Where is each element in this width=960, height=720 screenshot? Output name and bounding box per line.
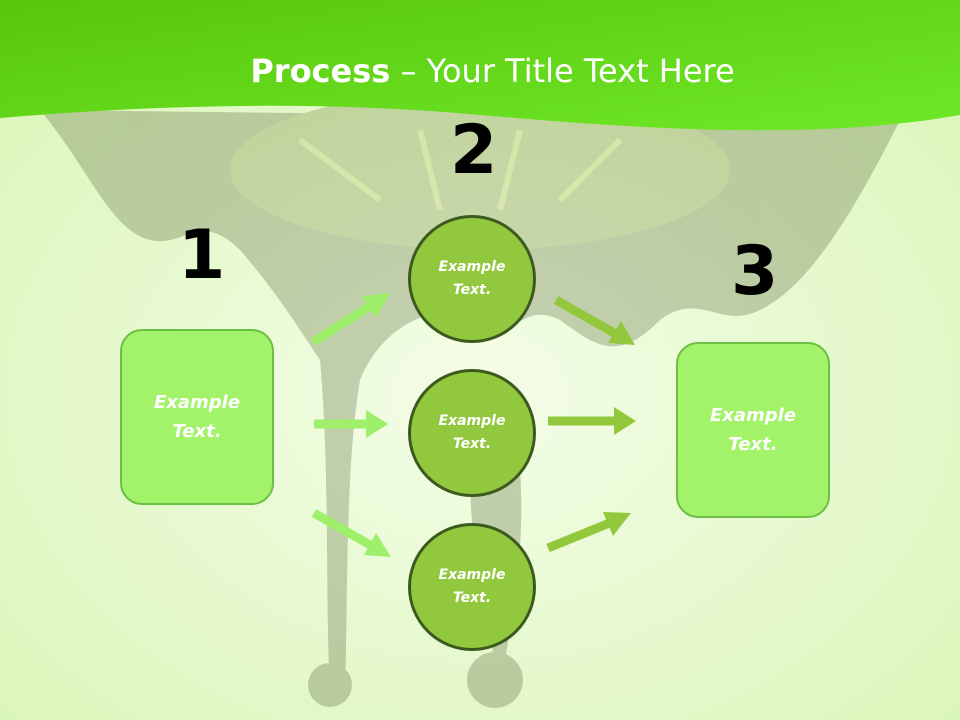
circle-middle: Example Text. [408, 369, 536, 497]
header-band [0, 0, 960, 131]
left-text-box: Example Text. [120, 329, 274, 505]
arrow-right-down [553, 296, 635, 345]
circle-bottom: Example Text. [408, 523, 536, 651]
left-box-text: Example Text. [153, 392, 241, 442]
circle-middle-text: Example Text. [438, 413, 506, 452]
arrow-left-up [310, 293, 390, 346]
title-bold: Process [250, 52, 391, 90]
lime-illustration [40, 90, 900, 708]
step-number-2: 2 [450, 111, 498, 190]
arrow-left-middle [314, 410, 388, 438]
arrow-right-middle [548, 407, 636, 435]
slide-title: Process – Your Title Text Here [0, 52, 960, 90]
step-number-1: 1 [178, 216, 226, 295]
title-rest: – Your Title Text Here [390, 52, 735, 90]
right-box-text: Example Text. [709, 405, 797, 455]
right-text-box: Example Text. [676, 342, 830, 518]
circle-top-text: Example Text. [438, 259, 506, 298]
circle-bottom-text: Example Text. [438, 567, 506, 606]
arrow-left-down [311, 509, 391, 557]
circle-top: Example Text. [408, 215, 536, 343]
step-number-3: 3 [731, 232, 779, 311]
arrow-right-up [546, 512, 631, 553]
